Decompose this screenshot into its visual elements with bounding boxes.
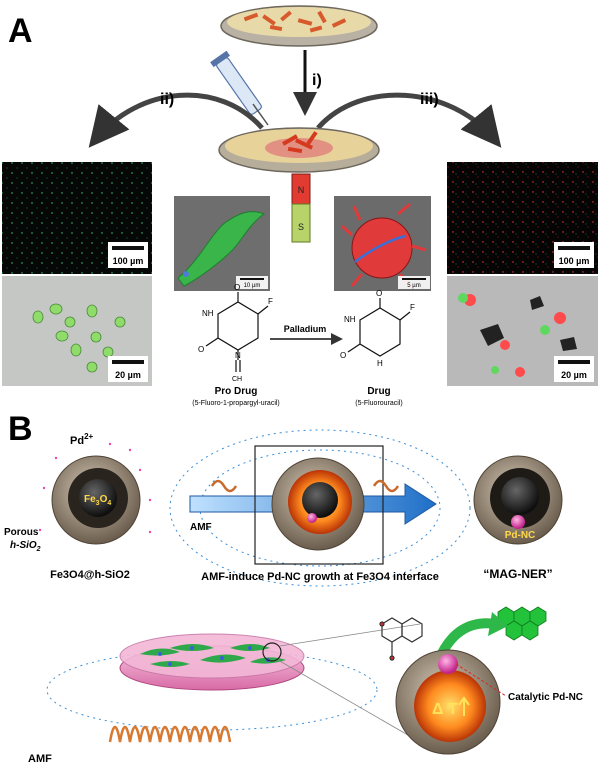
sem-scale-10: 10 µm — [244, 283, 261, 289]
sem-scale-5: 5 µm — [407, 283, 420, 289]
left-fluorescence-image: 100 µm — [2, 162, 152, 274]
magnet-s-label: S — [298, 222, 304, 232]
left-scale-100: 100 µm — [113, 256, 144, 266]
prodrug-atom-o-left: O — [198, 345, 204, 354]
top-petri-dish — [220, 5, 378, 47]
syringe-icon — [210, 50, 269, 126]
cell-culture-dish — [46, 623, 421, 743]
step-iii-arrow — [316, 92, 502, 148]
prodrug-atom-n: N — [235, 351, 241, 360]
prodrug-atom-o-top: O — [234, 283, 240, 292]
amf-coil — [108, 725, 232, 743]
step-iii-label: iii) — [420, 91, 439, 108]
drug-structure — [347, 298, 411, 357]
right-fluorescence-image: 100 µm — [447, 162, 598, 274]
reaction-arrow-label: Palladium — [284, 324, 327, 334]
drug-atom-h: H — [377, 359, 383, 368]
prodrug-atom-ch: CH — [232, 376, 242, 383]
magnet-n-label: N — [298, 185, 305, 195]
drug-atom-nh: NH — [344, 315, 356, 324]
prodrug-subname: (5-Fluoro-1-propargyl-uracil) — [192, 400, 280, 407]
magnet-icon: N S — [291, 173, 311, 243]
panel-a-letter: A — [8, 12, 33, 50]
catalytic-label: Catalytic Pd-NC — [508, 692, 583, 703]
prodrug-structure — [205, 292, 269, 372]
mag-ner-particle — [473, 455, 563, 545]
pdnc-label: Pd-NC — [505, 530, 536, 541]
drug-atom-o-left: O — [340, 351, 346, 360]
hsio2-label: h-SiO2 — [10, 540, 41, 553]
amf-label: AMF — [190, 522, 212, 533]
heat-up-arrow-icon — [458, 696, 470, 716]
particle-name: Fe3O4@h-SiO2 — [50, 569, 130, 581]
left-brightfield-image: 20 µm — [2, 276, 152, 386]
right-brightfield-image: 20 µm — [447, 276, 598, 386]
prodrug-atom-nh: NH — [202, 309, 214, 318]
orange-coil-loops — [210, 479, 400, 493]
growth-box — [254, 445, 384, 565]
right-scale-100: 100 µm — [559, 256, 590, 266]
delta-t-label: Δ T — [432, 701, 458, 718]
panel-b-letter: B — [8, 410, 33, 448]
sem-healthy-cell: 10 µm — [174, 196, 270, 291]
porous-label: Porous — [4, 527, 39, 538]
step-ii-arrow — [88, 92, 264, 148]
conversion-arrow-head — [488, 612, 508, 636]
prodrug-molecule-icon — [379, 617, 423, 661]
drug-atom-o-top: O — [376, 289, 382, 298]
magnetic-field-lines — [169, 429, 471, 587]
step-i-label: i) — [312, 72, 322, 89]
pd-ion-label: Pd2+ — [70, 432, 94, 447]
left-scale-20: 20 µm — [115, 370, 141, 380]
fe3o4-label: Fe3O4 — [84, 494, 111, 507]
drug-product-icon — [497, 606, 547, 641]
drug-name: Drug — [367, 386, 390, 397]
sem-damaged-cell: 5 µm — [334, 196, 431, 291]
drug-subname: (5-Fluorouracil) — [355, 400, 402, 407]
fe3o4-hsio2-particle — [38, 442, 152, 545]
drug-atom-f: F — [410, 303, 415, 312]
growing-particle — [271, 457, 365, 551]
mag-ner-label: “MAG-NER” — [483, 567, 552, 581]
center-caption: AMF-induce Pd-NC growth at Fe3O4 interfa… — [201, 571, 439, 583]
treated-petri-dish — [218, 127, 380, 173]
prodrug-name: Pro Drug — [215, 386, 258, 397]
amf-bottom-label: AMF — [28, 753, 52, 765]
right-scale-20: 20 µm — [561, 370, 587, 380]
prodrug-atom-f: F — [268, 297, 273, 306]
step-ii-label: ii) — [160, 91, 174, 108]
